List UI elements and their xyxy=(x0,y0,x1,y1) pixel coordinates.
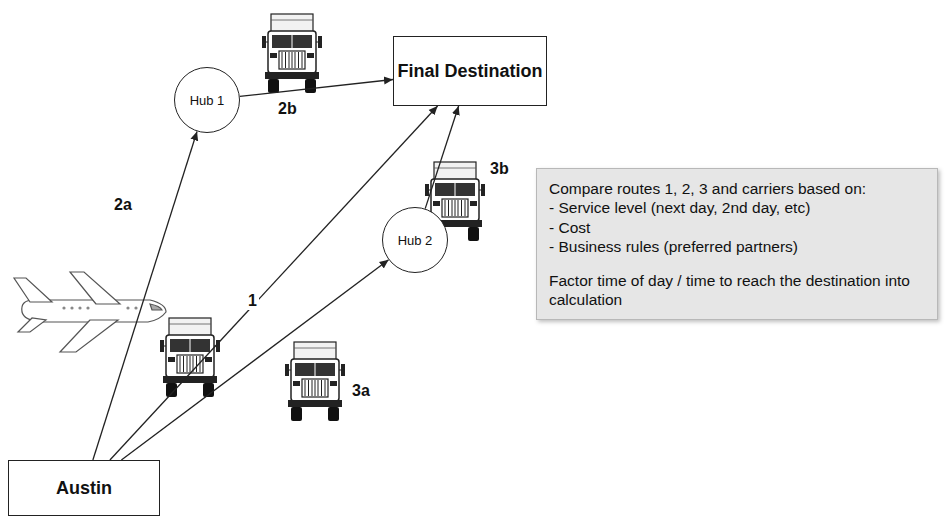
airplane xyxy=(14,272,166,352)
hub-circle: Hub 1 xyxy=(174,67,240,133)
note-text: Factor time of day / time to reach the d… xyxy=(549,271,925,310)
route-number: 3a xyxy=(350,382,372,400)
node-label: Austin xyxy=(56,478,112,499)
route-arrow xyxy=(425,106,458,209)
route-number: 2b xyxy=(276,100,299,118)
route-number: 2a xyxy=(112,196,134,214)
node-label: Hub 1 xyxy=(190,93,225,108)
hub-circle: Hub 2 xyxy=(382,207,448,273)
origin-box: Austin xyxy=(8,460,160,516)
route-arrow xyxy=(110,106,438,460)
route-arrow xyxy=(121,260,388,460)
note-box: Compare routes 1, 2, 3 and carriers base… xyxy=(536,168,938,320)
note-text: - Service level (next day, 2nd day, etc) xyxy=(549,198,810,217)
route-arrow xyxy=(93,131,197,460)
note-text: Compare routes 1, 2, 3 and carriers base… xyxy=(549,179,866,198)
note-text: - Business rules (preferred partners) xyxy=(549,237,798,256)
route-number: 3b xyxy=(488,160,511,178)
node-label: Hub 2 xyxy=(398,233,433,248)
route-arrow xyxy=(240,79,393,96)
destination-box: Final Destination xyxy=(393,36,547,106)
route-number: 1 xyxy=(246,292,259,310)
note-text: - Cost xyxy=(549,218,590,237)
node-label: Final Destination xyxy=(397,61,542,82)
